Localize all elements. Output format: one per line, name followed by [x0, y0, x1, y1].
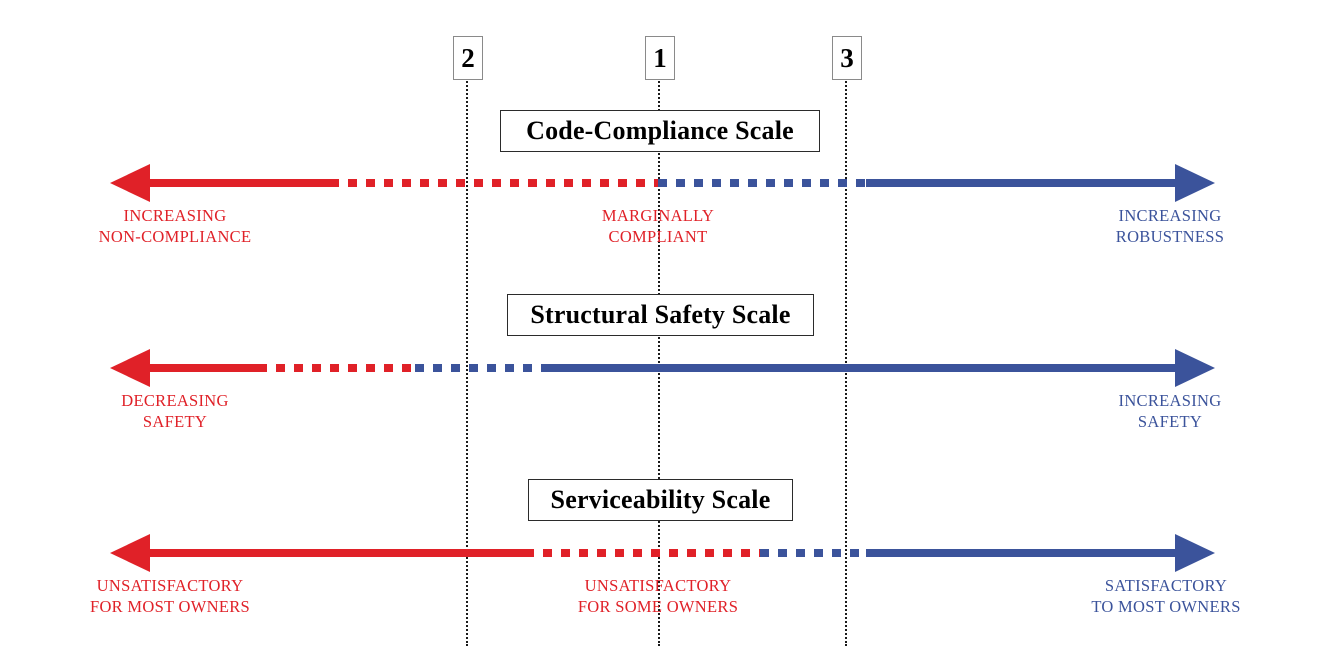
segment-dotted-blue-structural-safety	[415, 364, 543, 372]
arrowhead-right-code-compliance	[1175, 164, 1215, 202]
marker-box-2[interactable]: 2	[453, 36, 483, 80]
scale-title-structural-safety: Structural Safety Scale	[507, 294, 814, 336]
scale-title-code-compliance: Code-Compliance Scale	[500, 110, 820, 152]
scale-title-text: Structural Safety Scale	[530, 300, 791, 329]
marker-label: 1	[653, 42, 667, 73]
segment-solid-blue-code-compliance	[866, 179, 1175, 187]
label-right-serviceability: SATISFACTORY TO MOST OWNERS	[1035, 575, 1297, 618]
guide-line-3	[845, 78, 847, 646]
label-right-structural-safety: INCREASING SAFETY	[1050, 390, 1290, 433]
label-line-1: MARGINALLY	[601, 206, 715, 225]
arrowhead-left-serviceability	[110, 534, 150, 572]
label-line-1: UNSATISFACTORY	[96, 576, 244, 595]
marker-label: 3	[840, 42, 854, 73]
scale-title-serviceability: Serviceability Scale	[528, 479, 793, 521]
segment-dotted-blue-serviceability	[760, 549, 866, 557]
segment-dotted-red-structural-safety	[258, 364, 415, 372]
label-right-code-compliance: INCREASING ROBUSTNESS	[1050, 205, 1290, 248]
marker-label: 2	[461, 42, 475, 73]
label-line-1: INCREASING	[1118, 391, 1222, 410]
label-left-serviceability: UNSATISFACTORY FOR MOST OWNERS	[35, 575, 305, 618]
arrowhead-right-structural-safety	[1175, 349, 1215, 387]
segment-dotted-red-serviceability	[525, 549, 760, 557]
label-line-2: TO MOST OWNERS	[1091, 597, 1241, 617]
guide-line-1	[658, 78, 660, 646]
label-line-1: INCREASING	[123, 206, 227, 225]
label-line-2: NON-COMPLIANCE	[98, 227, 252, 247]
label-line-2: FOR MOST OWNERS	[89, 597, 251, 617]
label-left-code-compliance: INCREASING NON-COMPLIANCE	[55, 205, 295, 248]
segment-dotted-blue-code-compliance	[658, 179, 866, 187]
label-center-serviceability: UNSATISFACTORY FOR SOME OWNERS	[527, 575, 789, 618]
scale-title-text: Code-Compliance Scale	[526, 116, 794, 145]
label-line-2: FOR SOME OWNERS	[577, 597, 739, 617]
label-line-1: INCREASING	[1118, 206, 1222, 225]
segment-solid-blue-serviceability	[866, 549, 1175, 557]
guide-line-2	[466, 78, 468, 646]
label-line-2: ROBUSTNESS	[1115, 227, 1225, 247]
label-left-structural-safety: DECREASING SAFETY	[55, 390, 295, 433]
label-line-1: SATISFACTORY	[1104, 576, 1228, 595]
segment-dotted-red-code-compliance	[330, 179, 658, 187]
marker-box-3[interactable]: 3	[832, 36, 862, 80]
segment-solid-red-structural-safety	[150, 364, 258, 372]
arrowhead-right-serviceability	[1175, 534, 1215, 572]
label-line-1: UNSATISFACTORY	[584, 576, 732, 595]
arrowhead-left-structural-safety	[110, 349, 150, 387]
label-line-2: SAFETY	[1137, 412, 1203, 432]
label-line-2: SAFETY	[142, 412, 208, 432]
label-line-1: DECREASING	[121, 391, 229, 410]
segment-solid-red-code-compliance	[150, 179, 330, 187]
segment-solid-blue-structural-safety	[543, 364, 1175, 372]
label-center-code-compliance: MARGINALLY COMPLIANT	[538, 205, 778, 248]
scale-title-text: Serviceability Scale	[550, 485, 771, 514]
label-line-2: COMPLIANT	[608, 227, 708, 247]
marker-box-1[interactable]: 1	[645, 36, 675, 80]
arrowhead-left-code-compliance	[110, 164, 150, 202]
segment-solid-red-serviceability	[150, 549, 525, 557]
